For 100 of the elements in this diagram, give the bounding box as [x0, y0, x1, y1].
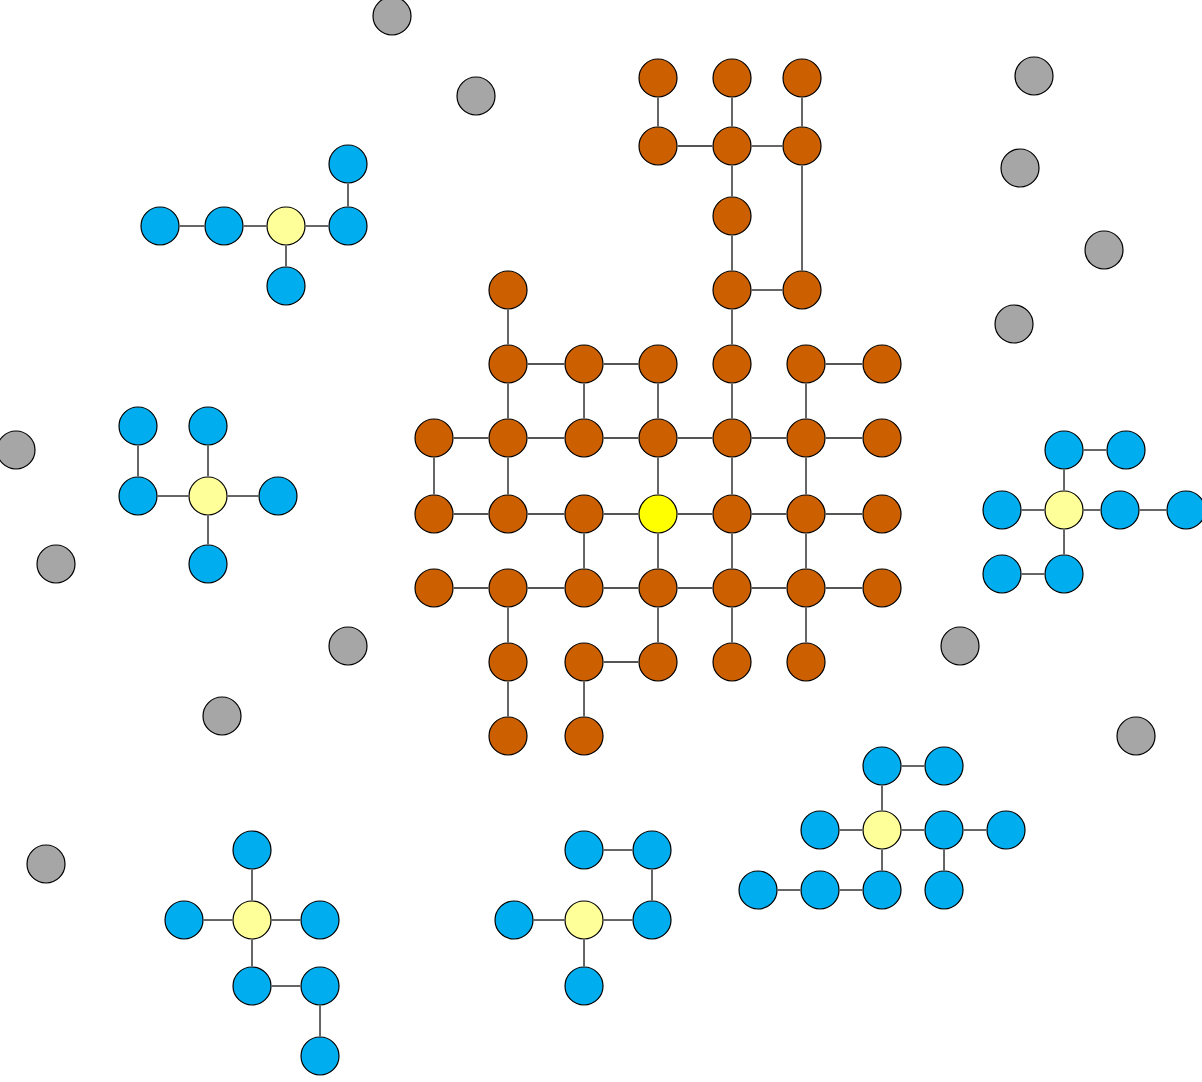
- node-circle: [712, 58, 752, 98]
- node-circle: [564, 418, 604, 458]
- edge-line: [676, 587, 714, 589]
- edge-line: [602, 661, 640, 663]
- edge-line: [750, 437, 788, 439]
- node-circle: [1100, 490, 1140, 530]
- edge-line: [881, 784, 883, 812]
- edge-line: [433, 456, 435, 496]
- node-circle: [564, 900, 604, 940]
- edge-line: [242, 225, 268, 227]
- edge-line: [452, 587, 490, 589]
- node-circle: [488, 642, 528, 682]
- node-circle: [994, 304, 1034, 344]
- edge-line: [207, 514, 209, 546]
- edge-line: [251, 868, 253, 902]
- node-circle: [488, 418, 528, 458]
- edge-line: [1082, 449, 1108, 451]
- edge-line: [507, 382, 509, 420]
- edge-line: [452, 437, 490, 439]
- node-circle: [494, 900, 534, 940]
- node-circle: [862, 494, 902, 534]
- edge-line: [1020, 509, 1046, 511]
- node-circle: [564, 568, 604, 608]
- edge-line: [583, 680, 585, 718]
- edge-line: [526, 513, 566, 515]
- node-circle: [564, 642, 604, 682]
- node-circle: [414, 494, 454, 534]
- edge-line: [1082, 509, 1102, 511]
- node-circle: [488, 494, 528, 534]
- edge-line: [602, 849, 634, 851]
- node-circle: [712, 126, 752, 166]
- node-circle: [1044, 430, 1084, 470]
- edge-line: [750, 145, 784, 147]
- node-circle: [800, 870, 840, 910]
- node-circle: [564, 344, 604, 384]
- edge-line: [452, 513, 490, 515]
- node-circle: [862, 746, 902, 786]
- edge-line: [178, 225, 206, 227]
- edge-line: [801, 164, 803, 272]
- edge-line: [583, 938, 585, 968]
- node-circle: [862, 870, 902, 910]
- node-circle: [982, 554, 1022, 594]
- node-circle: [862, 344, 902, 384]
- edge-line: [207, 444, 209, 478]
- node-circle: [800, 810, 840, 850]
- edge-line: [962, 829, 988, 831]
- edge-line: [583, 532, 585, 570]
- node-circle: [786, 418, 826, 458]
- node-circle: [862, 810, 902, 850]
- edge-line: [532, 919, 566, 921]
- node-circle: [266, 266, 306, 306]
- node-circle: [786, 568, 826, 608]
- edge-line: [676, 513, 714, 515]
- node-circle: [712, 642, 752, 682]
- node-circle: [1084, 230, 1124, 270]
- node-circle: [638, 642, 678, 682]
- node-circle: [632, 900, 672, 940]
- node-circle: [564, 494, 604, 534]
- node-circle: [232, 900, 272, 940]
- edge-line: [1138, 509, 1168, 511]
- node-circle: [1166, 490, 1202, 530]
- edge-line: [270, 985, 302, 987]
- node-circle: [140, 206, 180, 246]
- edge-line: [750, 587, 788, 589]
- node-circle: [188, 544, 228, 584]
- node-circle: [924, 870, 964, 910]
- node-circle: [488, 270, 528, 310]
- node-circle: [118, 476, 158, 516]
- node-circle: [564, 830, 604, 870]
- node-circle: [204, 206, 244, 246]
- edge-line: [304, 225, 330, 227]
- edge-line: [881, 848, 883, 872]
- node-circle: [1000, 148, 1040, 188]
- node-circle: [266, 206, 306, 246]
- node-circle: [488, 344, 528, 384]
- node-circle: [36, 544, 76, 584]
- edge-line: [776, 889, 802, 891]
- node-circle: [300, 966, 340, 1006]
- node-circle: [414, 418, 454, 458]
- node-circle: [712, 418, 752, 458]
- edge-line: [824, 587, 864, 589]
- edge-line: [526, 587, 566, 589]
- node-circle: [300, 1036, 340, 1076]
- node-circle: [488, 568, 528, 608]
- node-circle: [638, 126, 678, 166]
- edge-line: [526, 437, 566, 439]
- node-circle: [638, 568, 678, 608]
- edge-line: [602, 919, 634, 921]
- node-circle: [1044, 490, 1084, 530]
- node-circle: [414, 568, 454, 608]
- edge-line: [657, 456, 659, 496]
- edge-line: [507, 606, 509, 644]
- edge-line: [657, 606, 659, 644]
- edge-line: [1020, 573, 1046, 575]
- edge-line: [156, 495, 190, 497]
- node-circle: [258, 476, 298, 516]
- node-circle: [786, 642, 826, 682]
- edge-line: [900, 765, 926, 767]
- edge-line: [319, 1004, 321, 1038]
- node-circle: [188, 406, 228, 446]
